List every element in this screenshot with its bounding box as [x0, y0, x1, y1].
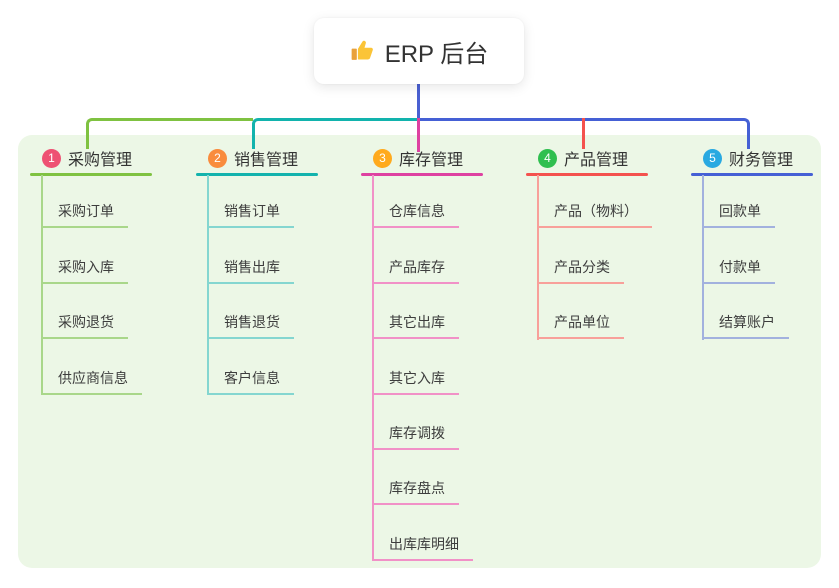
branch-inventory-title: 库存管理 [399, 152, 464, 169]
node-other-inbound[interactable]: 其它入库 [372, 339, 473, 395]
node-customer-info[interactable]: 客户信息 [207, 339, 294, 395]
node-label: 付款单 [702, 257, 775, 284]
node-label: 采购订单 [41, 201, 128, 229]
branch-purchase-items: 采购订单 采购入库 采购退货 供应商信息 [41, 173, 142, 395]
connector-trunk [417, 84, 420, 121]
node-label: 产品单位 [537, 312, 624, 340]
branch-finance-node[interactable]: 5 财务管理 [691, 145, 839, 171]
thumbs-up-icon [350, 38, 376, 64]
branches-panel [18, 135, 821, 568]
branch-purchase-childline [41, 175, 43, 395]
node-label: 结算账户 [702, 312, 789, 340]
branch-product-title: 产品管理 [564, 152, 629, 169]
branch-product-badge: 4 [538, 148, 557, 168]
node-settlement-account[interactable]: 结算账户 [702, 284, 789, 340]
branch-inventory: 3 库存管理 仓库信息 产品库存 其它出库 其它入库 库存调拨 库存盘点 出库库… [361, 145, 526, 561]
root-node-title: ERP 后台 [384, 40, 489, 68]
branch-finance-badge: 5 [703, 148, 722, 168]
branch-sales-childline [207, 175, 209, 395]
node-purchase-order[interactable]: 采购订单 [41, 173, 142, 229]
node-supplier-info[interactable]: 供应商信息 [41, 339, 142, 395]
branch-product: 4 产品管理 产品（物料） 产品分类 产品单位 [526, 145, 691, 340]
node-label: 采购退货 [41, 312, 128, 340]
branch-sales-underline [196, 173, 318, 176]
node-sales-return[interactable]: 销售退货 [207, 284, 294, 340]
node-product-unit[interactable]: 产品单位 [537, 284, 652, 340]
node-label: 其它出库 [372, 312, 459, 340]
connector-sales [252, 118, 419, 149]
branch-finance-title: 财务管理 [729, 152, 794, 169]
connector-purchase [86, 118, 253, 149]
node-purchase-return[interactable]: 采购退货 [41, 284, 142, 340]
branch-sales-node[interactable]: 2 销售管理 [196, 145, 361, 171]
connector-product [582, 118, 585, 149]
branch-inventory-items: 仓库信息 产品库存 其它出库 其它入库 库存调拨 库存盘点 出库库明细 [372, 173, 473, 561]
node-label: 库存调拨 [372, 423, 459, 450]
node-label: 销售出库 [207, 257, 294, 284]
node-payment-order[interactable]: 付款单 [702, 228, 789, 284]
node-product-material[interactable]: 产品（物料） [537, 173, 652, 229]
branch-finance: 5 财务管理 回款单 付款单 结算账户 [691, 145, 839, 340]
branch-finance-items: 回款单 付款单 结算账户 [702, 173, 789, 340]
branch-sales-title: 销售管理 [234, 152, 299, 169]
connector-inventory [417, 118, 420, 152]
node-label: 出库库明细 [372, 534, 473, 561]
node-label: 库存盘点 [372, 478, 459, 506]
branch-product-underline [526, 173, 648, 176]
node-sales-order[interactable]: 销售订单 [207, 173, 294, 229]
branch-purchase-title: 采购管理 [68, 152, 133, 169]
branch-finance-childline [702, 175, 704, 340]
node-product-stock[interactable]: 产品库存 [372, 228, 473, 284]
node-label: 客户信息 [207, 368, 294, 395]
branch-purchase-underline [30, 173, 152, 176]
branch-sales: 2 销售管理 销售订单 销售出库 销售退货 客户信息 [196, 145, 361, 395]
branch-product-node[interactable]: 4 产品管理 [526, 145, 691, 171]
node-receipt-order[interactable]: 回款单 [702, 173, 789, 229]
node-label: 回款单 [702, 201, 775, 229]
node-label: 销售退货 [207, 312, 294, 340]
node-stock-transfer[interactable]: 库存调拨 [372, 395, 473, 450]
node-product-category[interactable]: 产品分类 [537, 228, 652, 284]
node-warehouse-info[interactable]: 仓库信息 [372, 173, 473, 229]
branch-finance-underline [691, 173, 813, 176]
node-other-outbound[interactable]: 其它出库 [372, 284, 473, 340]
node-outbound-detail[interactable]: 出库库明细 [372, 505, 473, 561]
node-label: 采购入库 [41, 257, 128, 284]
branch-purchase-badge: 1 [42, 148, 61, 168]
node-label: 产品分类 [537, 257, 624, 284]
branch-purchase: 1 采购管理 采购订单 采购入库 采购退货 供应商信息 [30, 145, 195, 395]
node-label: 产品库存 [372, 257, 459, 284]
root-node[interactable]: ERP 后台 [314, 18, 524, 84]
branch-inventory-node[interactable]: 3 库存管理 [361, 145, 526, 171]
branch-sales-badge: 2 [208, 148, 227, 168]
node-label: 产品（物料） [537, 201, 652, 229]
node-stock-taking[interactable]: 库存盘点 [372, 450, 473, 506]
node-label: 仓库信息 [372, 201, 459, 229]
branch-inventory-childline [372, 175, 374, 561]
branch-purchase-node[interactable]: 1 采购管理 [30, 145, 195, 171]
node-label: 销售订单 [207, 201, 294, 229]
node-sales-outbound[interactable]: 销售出库 [207, 228, 294, 284]
node-purchase-inbound[interactable]: 采购入库 [41, 228, 142, 284]
node-label: 供应商信息 [41, 368, 142, 395]
branch-inventory-underline [361, 173, 483, 176]
branch-inventory-badge: 3 [373, 148, 392, 168]
branch-product-childline [537, 175, 539, 340]
branch-sales-items: 销售订单 销售出库 销售退货 客户信息 [207, 173, 294, 395]
node-label: 其它入库 [372, 368, 459, 395]
branch-product-items: 产品（物料） 产品分类 产品单位 [537, 173, 652, 340]
